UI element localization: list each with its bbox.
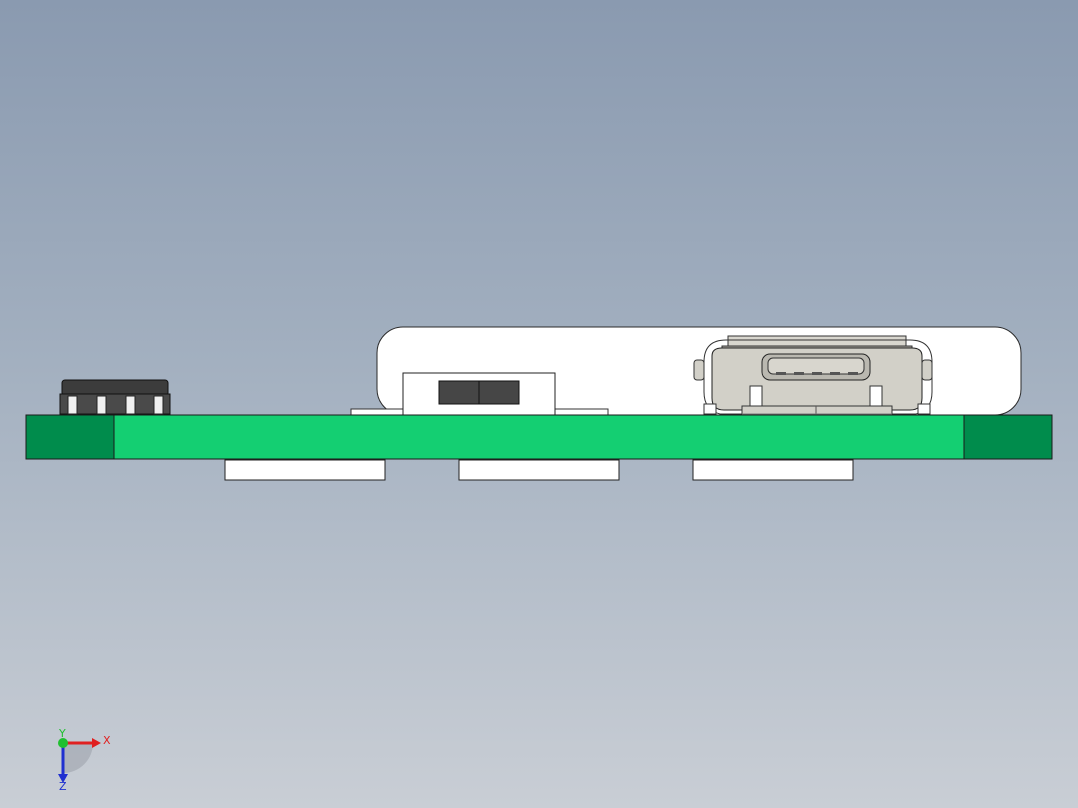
z-axis-label: Z: [59, 780, 67, 793]
slide-switch[interactable]: [402, 372, 556, 416]
bottom-component-2[interactable]: [458, 459, 620, 481]
bottom-component-1[interactable]: [224, 459, 386, 481]
y-axis-label: Y: [58, 727, 66, 740]
pcb-board[interactable]: [25, 414, 1053, 460]
pcb-edge-right: [963, 414, 1053, 460]
pcb-edge-left: [25, 414, 115, 460]
x-axis-label: X: [103, 734, 111, 747]
switch-window-left: [438, 380, 480, 405]
bottom-component-3[interactable]: [692, 459, 854, 481]
micro-usb-connector-icon[interactable]: [693, 335, 933, 423]
solder-pad-right: [552, 408, 609, 416]
switch-window-right: [478, 380, 520, 405]
solder-pad-left: [350, 408, 407, 416]
coordinate-triad-icon: X Z Y: [58, 727, 111, 793]
soic-chip-icon[interactable]: [59, 379, 171, 415]
